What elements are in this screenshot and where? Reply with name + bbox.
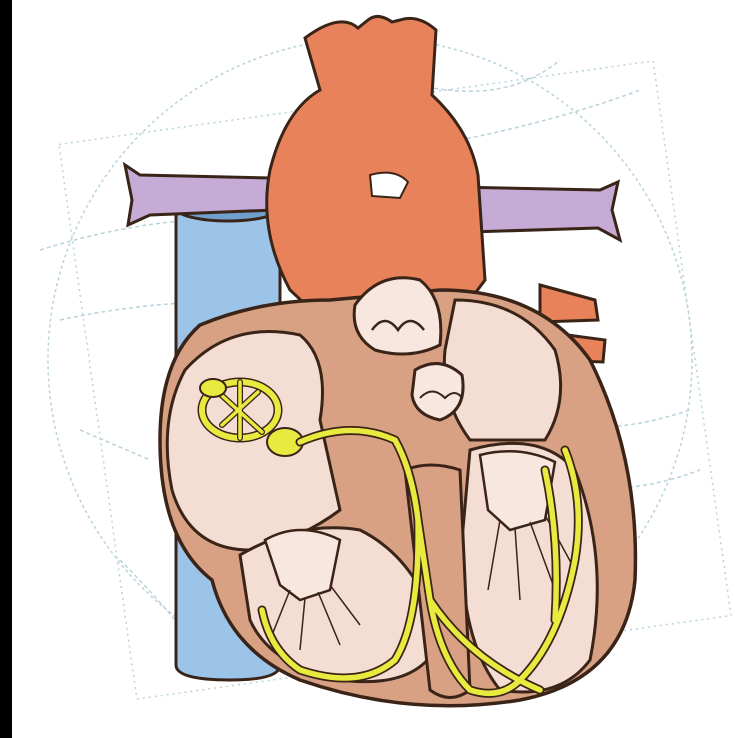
left-edge-bar: [0, 0, 12, 738]
aortic-valve: [412, 364, 463, 420]
